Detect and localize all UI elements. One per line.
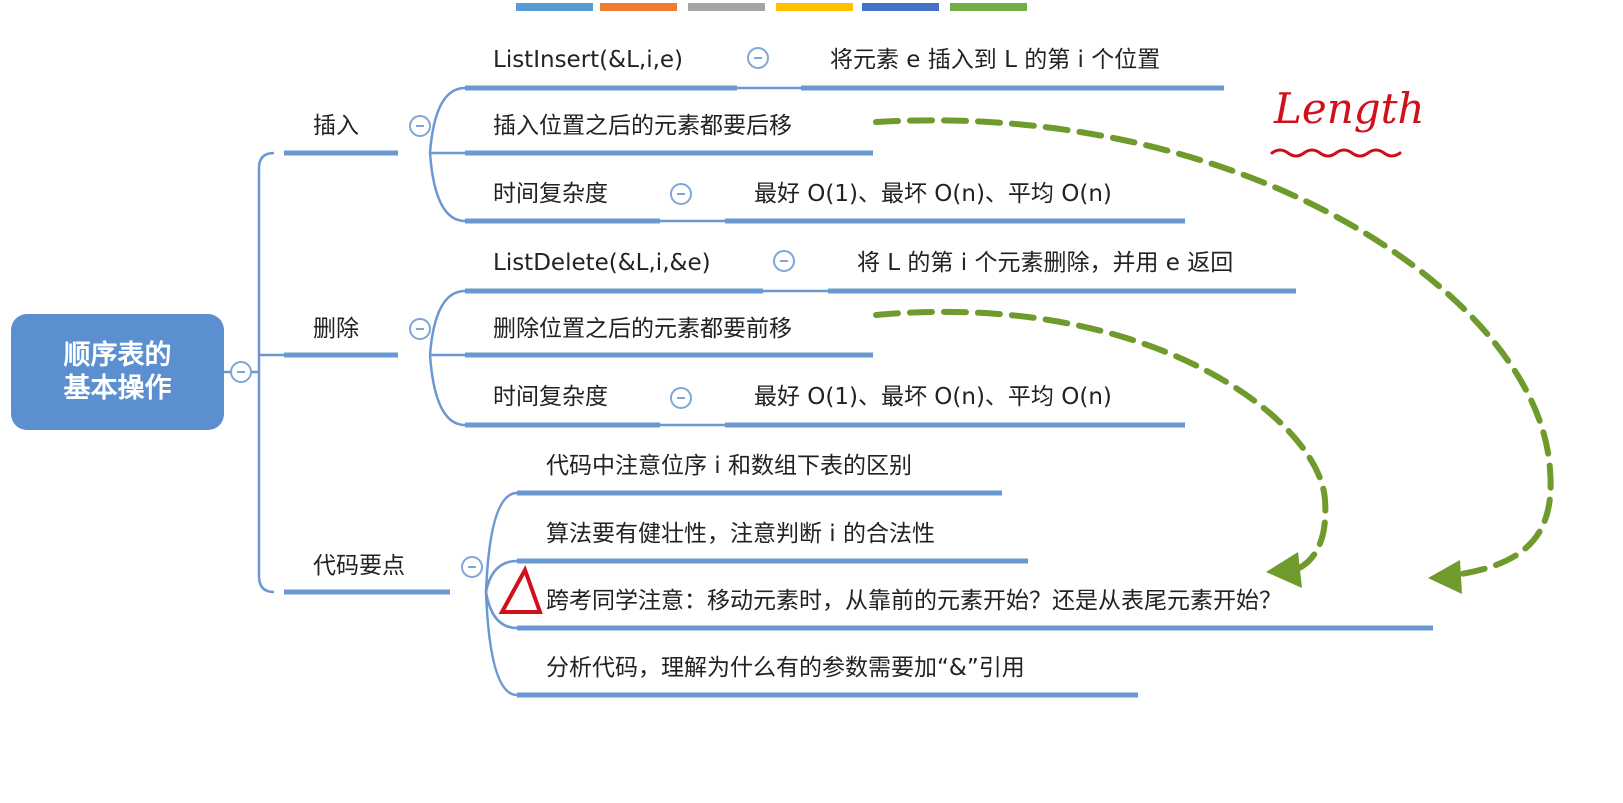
arrow-insert-to-tip (873, 117, 1554, 578)
code-tip-reference[interactable]: 分析代码，理解为什么有的参数需要加“&”引用 (546, 655, 1025, 681)
code-tip-move-order[interactable]: 跨考同学注意：移动元素时，从靠前的元素开始？还是从表尾元素开始？ (546, 588, 1282, 614)
arrowhead-right (1428, 560, 1462, 594)
delete-collapse-icon[interactable] (409, 318, 431, 340)
branch-insert-label[interactable]: 插入 (313, 113, 359, 139)
root-collapse-icon[interactable] (230, 361, 252, 383)
root-title-line2: 基本操作 (63, 373, 172, 404)
code-tip-robustness[interactable]: 算法要有健壮性，注意判断 i 的合法性 (546, 521, 936, 547)
red-underline-length (1270, 148, 1402, 158)
root-title-line1: 顺序表的 (63, 340, 172, 371)
insert-collapse-icon[interactable] (409, 115, 431, 137)
delete-complexity-node[interactable]: 时间复杂度 (493, 384, 608, 410)
insert-api-node[interactable]: ListInsert(&L,i,e) (493, 47, 684, 73)
color-tab-green[interactable] (950, 3, 1027, 11)
red-triangle-mark (498, 565, 543, 614)
color-tab-gray[interactable] (688, 3, 765, 11)
branch-code-label[interactable]: 代码要点 (313, 553, 405, 579)
code-collapse-icon[interactable] (461, 556, 483, 578)
branch-delete-label[interactable]: 删除 (313, 316, 359, 342)
insert-complexity-collapse-icon[interactable] (670, 183, 692, 205)
delete-api-collapse-icon[interactable] (773, 250, 795, 272)
code-tip-index[interactable]: 代码中注意位序 i 和数组下表的区别 (546, 453, 913, 479)
color-tab-yellow[interactable] (776, 3, 853, 11)
color-tab-orange[interactable] (600, 3, 677, 11)
insert-shift-node[interactable]: 插入位置之后的元素都要后移 (493, 113, 792, 139)
root-node[interactable]: 顺序表的 基本操作 (11, 314, 224, 430)
insert-api-collapse-icon[interactable] (747, 47, 769, 69)
handwritten-length-note: Length (1274, 84, 1425, 133)
delete-shift-node[interactable]: 删除位置之后的元素都要前移 (493, 316, 792, 342)
arrowhead-left (1266, 552, 1302, 588)
color-tab-darkblue[interactable] (862, 3, 939, 11)
delete-complexity-collapse-icon[interactable] (670, 387, 692, 409)
color-tab-blue[interactable] (516, 3, 593, 11)
delete-api-node[interactable]: ListDelete(&L,i,&e) (493, 250, 711, 276)
insert-complexity-node[interactable]: 时间复杂度 (493, 181, 608, 207)
insert-api-detail[interactable]: 将元素 e 插入到 L 的第 i 个位置 (830, 47, 1161, 73)
insert-complexity-detail[interactable]: 最好 O(1)、最坏 O(n)、平均 O(n) (754, 181, 1112, 207)
delete-api-detail[interactable]: 将 L 的第 i 个元素删除，并用 e 返回 (857, 250, 1234, 276)
arrow-delete-to-tip (873, 308, 1329, 575)
delete-complexity-detail[interactable]: 最好 O(1)、最坏 O(n)、平均 O(n) (754, 384, 1112, 410)
